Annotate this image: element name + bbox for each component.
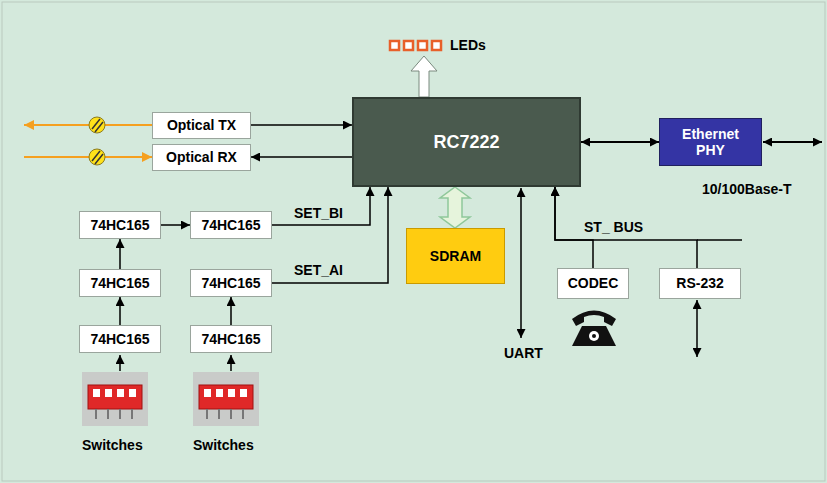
shift-register: 74HC165 <box>79 325 161 353</box>
fiber-connector <box>89 117 105 133</box>
shift-register: 74HC165 <box>190 211 272 239</box>
connector <box>119 297 121 325</box>
switch-label: Switches <box>80 437 145 453</box>
connector <box>555 187 697 268</box>
switch-toggle <box>216 389 223 397</box>
fiber-stripe <box>95 122 103 132</box>
connector <box>272 187 370 225</box>
node-text: 74HC165 <box>201 331 260 347</box>
fiber-disc <box>89 117 105 133</box>
shift-register: 74HC165 <box>79 269 161 297</box>
switch-arrow <box>119 355 121 371</box>
uart-arrow <box>520 188 522 338</box>
node-text: SDRAM <box>430 248 481 264</box>
connector <box>230 297 232 325</box>
connector <box>119 239 121 269</box>
connector <box>251 124 352 126</box>
node-text: Ethernet PHY <box>676 126 746 158</box>
fiber-line <box>24 124 152 126</box>
led <box>390 41 399 50</box>
node-text: 74HC165 <box>90 217 149 233</box>
phone-handset <box>572 311 616 327</box>
phone-dial <box>589 331 599 341</box>
ethernet-port-arrow <box>763 141 822 143</box>
connector <box>251 156 352 158</box>
connector <box>161 224 190 226</box>
bus-label: ST_ BUS <box>582 219 645 235</box>
switch-pins <box>96 409 132 419</box>
node-text: 74HC165 <box>90 331 149 347</box>
switch-photo-ground <box>193 372 259 426</box>
led-label: LEDs <box>448 37 488 53</box>
fiber-stripe <box>95 154 103 164</box>
switch-toggle <box>240 389 247 397</box>
shift-register: 74HC165 <box>190 269 272 297</box>
switch-body <box>199 385 253 409</box>
switch-toggle <box>228 389 235 397</box>
phone-base <box>572 326 616 346</box>
rs232-port-arrow <box>696 300 698 357</box>
node-text: RC7222 <box>433 132 499 153</box>
processor-chip: RC7222 <box>352 97 581 187</box>
switch-body <box>88 385 142 409</box>
led-arrow <box>411 56 437 97</box>
switch-toggle <box>93 389 100 397</box>
port-label: UART <box>502 345 545 361</box>
led-row <box>390 41 441 50</box>
led <box>432 41 441 50</box>
led <box>418 41 427 50</box>
phone-dial-center <box>592 334 596 338</box>
switch-arrow <box>230 355 232 371</box>
codec-box: CODEC <box>557 268 629 299</box>
phy-box: Ethernet PHY <box>659 118 762 166</box>
node-text: Optical TX <box>167 117 236 133</box>
switch-toggle <box>105 389 112 397</box>
node-text: CODEC <box>568 275 619 291</box>
memory-box: SDRAM <box>406 228 505 284</box>
switch-pins <box>207 409 243 419</box>
dip-switch <box>82 372 148 426</box>
connector <box>272 187 388 283</box>
node-text: 74HC165 <box>90 275 149 291</box>
signal-label: SET_AI <box>292 262 345 278</box>
telephone-icon <box>572 311 616 347</box>
node-text: 74HC165 <box>201 217 260 233</box>
switch-toggle <box>204 389 211 397</box>
serial-box: RS-232 <box>659 268 741 299</box>
switch-photo-ground <box>82 372 148 426</box>
interface-label: 10/100Base-T <box>700 181 794 197</box>
optical-box: Optical RX <box>152 144 251 171</box>
shift-register: 74HC165 <box>79 211 161 239</box>
dip-switch <box>193 372 259 426</box>
connector <box>581 141 659 143</box>
fiber-disc <box>89 149 105 165</box>
node-text: 74HC165 <box>201 275 260 291</box>
led <box>404 41 413 50</box>
fiber-connector <box>89 149 105 165</box>
node-text: Optical RX <box>166 149 237 165</box>
bus-block-arrow <box>440 187 470 228</box>
switch-label: Switches <box>191 437 256 453</box>
shift-register: 74HC165 <box>190 325 272 353</box>
bus-line <box>697 239 742 241</box>
optical-box: Optical TX <box>152 112 251 139</box>
signal-label: SET_BI <box>292 205 345 221</box>
node-text: RS-232 <box>676 275 723 291</box>
switch-toggle <box>117 389 124 397</box>
switch-toggle <box>129 389 136 397</box>
fiber-line <box>24 156 152 158</box>
